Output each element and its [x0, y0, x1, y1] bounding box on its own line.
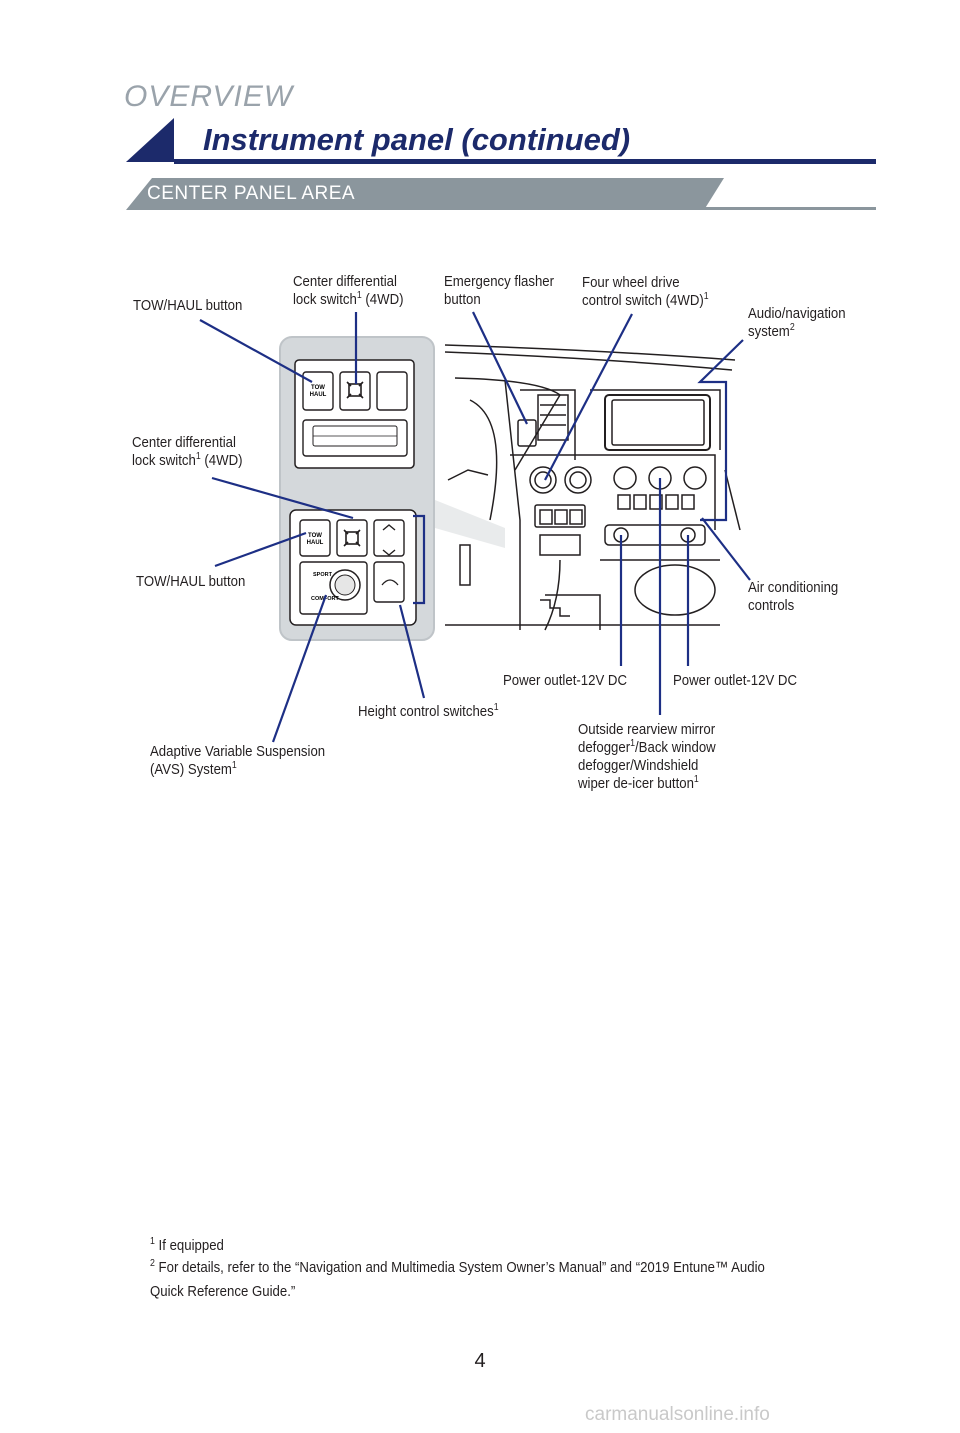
callout-center-diff-left: Center differential lock switch1 (4WD) [132, 434, 243, 469]
tow-label-lower: TOW [308, 533, 322, 539]
footnote-2-continued: Quick Reference Guide.” [150, 1283, 296, 1300]
callout-outside-mirror-defogger: Outside rearview mirror defogger1/Back w… [578, 721, 716, 792]
switch-inset: TOW HAUL TOW HAUL SP [279, 336, 505, 641]
callout-tow-haul-left: TOW/HAUL button [136, 573, 246, 590]
callout-center-diff-top: Center differential lock switch1 (4WD) [293, 273, 404, 308]
callout-avs-system: Adaptive Variable Suspension (AVS) Syste… [150, 743, 326, 778]
callout-power-outlet-left: Power outlet-12V DC [503, 672, 627, 689]
diff-lock-icon-lower [343, 529, 361, 547]
callout-height-control: Height control switches1 [358, 702, 499, 721]
subhead-bar [126, 178, 876, 210]
page-title: Instrument panel (continued) [203, 122, 631, 157]
section-title: OVERVIEW [124, 80, 294, 113]
page-number: 4 [474, 1350, 486, 1372]
lower-switch-panel: TOW HAUL SPORT COMFORT [289, 509, 417, 626]
callout-audio-navigation: Audio/navigation system2 [748, 305, 846, 340]
avs-dial [329, 569, 361, 601]
title-bar [126, 118, 876, 164]
section-subheading: CENTER PANEL AREA [147, 183, 356, 204]
diff-lock-icon [346, 381, 364, 399]
comfort-label: COMFORT [311, 596, 339, 602]
sport-label: SPORT [313, 572, 333, 578]
height-arrows-icon [382, 524, 396, 556]
upper-switch-panel: TOW HAUL [294, 359, 415, 469]
callout-emergency-flasher: Emergency flasher button [444, 273, 555, 308]
watermark: carmanualsonline.info [585, 1404, 770, 1425]
haul-label-lower: HAUL [307, 540, 324, 546]
callout-four-wheel-drive: Four wheel drive control switch (4WD)1 [582, 274, 709, 309]
callout-power-outlet-right: Power outlet-12V DC [673, 672, 797, 689]
footnote-1: 1 If equipped [150, 1236, 224, 1255]
footnote-2: 2 For details, refer to the “Navigation … [150, 1258, 765, 1277]
haul-label-upper: HAUL [310, 392, 327, 398]
dashboard-line-art [444, 344, 741, 631]
callout-tow-haul-top: TOW/HAUL button [133, 297, 243, 314]
tow-label-upper: TOW [311, 385, 325, 391]
leader-lines [199, 311, 751, 743]
callout-air-conditioning: Air conditioning controls [748, 579, 839, 614]
